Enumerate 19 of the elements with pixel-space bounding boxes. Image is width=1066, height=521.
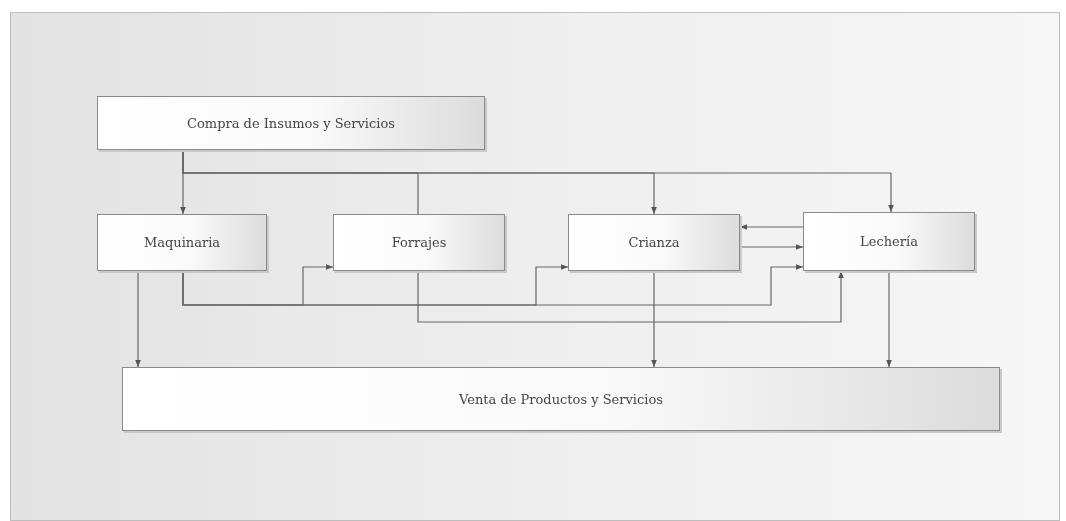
process-box: [803, 212, 975, 271]
connector-arrow: [135, 270, 141, 368]
connector-arrow: [739, 244, 804, 250]
box-label: Maquinaria: [142, 235, 222, 250]
connector-arrow: [182, 264, 804, 306]
connector-arrow: [886, 270, 892, 368]
process-box: [97, 96, 485, 150]
box-label: Compra de Insumos y Servicios: [186, 115, 396, 131]
process-box: [97, 214, 267, 271]
box-label: Forrajes: [390, 235, 448, 250]
box-label: Lechería: [859, 234, 919, 249]
connector-arrow: [417, 270, 844, 323]
process-box: [122, 367, 1000, 431]
process-box: [568, 214, 740, 271]
connector-arrow: [651, 270, 657, 368]
box-label: Crianza: [627, 235, 681, 250]
box-label: Venta de Productos y Servicios: [458, 391, 664, 407]
connector-arrow: [739, 224, 804, 230]
process-box: [333, 214, 505, 271]
